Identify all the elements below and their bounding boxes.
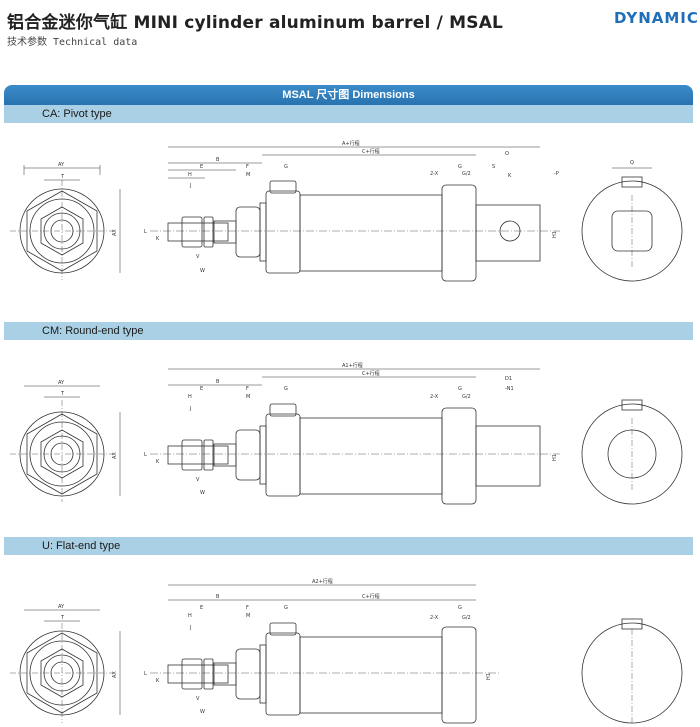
dim-k: K <box>156 678 160 684</box>
dim-e: E <box>200 605 203 611</box>
dim-w: W <box>200 268 205 274</box>
front-view-flat-end: AY T AX <box>10 604 121 723</box>
dim-b: B <box>216 157 220 163</box>
page-title: 铝合金迷你气缸 MINI cylinder aluminum barrel / … <box>7 13 504 33</box>
dim-l: L <box>144 452 147 458</box>
dim-l: L <box>144 671 147 677</box>
dim-overall: A+行程 <box>342 140 360 147</box>
dim-p: -P <box>554 171 559 177</box>
dim-w: W <box>200 490 205 496</box>
drawing-flat-end: AY T AX A2+行程 C+行程 B E F G G H M J 2-X G… <box>10 578 683 724</box>
dim-ay: AY <box>58 604 65 610</box>
dim-overall: A2+行程 <box>312 578 333 585</box>
dim-ax: AX <box>112 671 118 678</box>
dim-m: M <box>246 172 250 178</box>
dim-h: H <box>188 613 192 619</box>
dim-h1: H1 <box>552 231 558 238</box>
dim-g-half: G/2 <box>462 171 471 177</box>
dim-body: C+行程 <box>362 370 380 377</box>
end-view-pivot: Q <box>581 160 683 282</box>
dim-ax: AX <box>112 452 118 459</box>
dim-t: T <box>60 391 65 397</box>
dim-2x: 2-X <box>430 394 439 400</box>
dim-b: B <box>216 379 220 385</box>
dim-e: E <box>200 386 203 392</box>
side-view-round-end: A1+行程 C+行程 B E F G G D1 -N1 H M J 2-X G/… <box>144 362 560 505</box>
section-bar-flat-end: U: Flat-end type <box>4 537 693 555</box>
dim-ay: AY <box>58 162 65 168</box>
dim-end-g: G <box>458 605 462 611</box>
dim-g-half: G/2 <box>462 615 471 621</box>
dim-overall: A1+行程 <box>342 362 363 369</box>
dim-w: W <box>200 709 205 715</box>
dim-end-g: G <box>458 386 462 392</box>
dim-f: F <box>246 605 249 611</box>
dim-k: K <box>156 459 160 465</box>
dim-h: H <box>188 172 192 178</box>
dim-g: G <box>284 164 288 170</box>
dim-j: J <box>189 625 191 631</box>
drawing-round-end: AY T AX A1+行程 C+行程 B E F G G D1 -N1 H M … <box>10 362 683 505</box>
end-view-round-end <box>581 399 683 505</box>
dim-f: F <box>246 164 249 170</box>
dim-g-half: G/2 <box>462 394 471 400</box>
dim-n1: -N1 <box>505 386 514 392</box>
dim-g: G <box>284 386 288 392</box>
dim-q: Q <box>630 160 634 166</box>
front-view-round-end: AY T AX <box>10 380 121 502</box>
dim-ay: AY <box>58 380 65 386</box>
end-view-flat-end <box>581 618 683 724</box>
dim-h1: H1 <box>552 454 558 461</box>
dim-v: V <box>196 477 200 483</box>
side-view-flat-end: A2+行程 C+行程 B E F G G H M J 2-X G/2 L K V… <box>144 578 500 724</box>
dim-d1: D1 <box>505 376 512 382</box>
dim-h1: H1 <box>486 673 492 680</box>
page-subtitle: 技术参数 Technical data <box>7 37 138 48</box>
dim-b: B <box>216 594 220 600</box>
dim-t: T <box>60 174 65 180</box>
dim-o: O <box>505 151 509 157</box>
section-bar-round-end: CM: Round-end type <box>4 322 693 340</box>
dim-k: K <box>508 173 512 179</box>
dim-f: F <box>246 386 249 392</box>
side-view-pivot: A+行程 C+行程 B E F G G S O H M J 2-X G/2 K … <box>144 140 560 282</box>
dim-ax: AX <box>112 229 118 236</box>
dim-l: L <box>144 229 147 235</box>
dim-m: M <box>246 613 250 619</box>
dim-j: J <box>189 183 191 189</box>
dim-j: J <box>189 406 191 412</box>
dim-v: V <box>196 696 200 702</box>
section-bar-pivot: CA: Pivot type <box>4 105 693 123</box>
dim-e: E <box>200 164 203 170</box>
dim-t: T <box>60 615 65 621</box>
dim-body: C+行程 <box>362 593 380 600</box>
drawing-pivot: AY T AX A+行程 C+行程 B E F G G S O H M J 2-… <box>10 140 683 282</box>
dimensions-header-bar: MSAL 尺寸图 Dimensions <box>4 85 693 105</box>
dim-k2: K <box>156 236 160 242</box>
dim-h: H <box>188 394 192 400</box>
dim-end-g: G <box>458 164 462 170</box>
dim-2x: 2-X <box>430 171 439 177</box>
dim-v: V <box>196 254 200 260</box>
dim-s: S <box>492 164 495 170</box>
dim-m: M <box>246 394 250 400</box>
brand-logo: DYNAMIC <box>614 9 699 27</box>
dim-body: C+行程 <box>362 148 380 155</box>
dim-2x: 2-X <box>430 615 439 621</box>
dim-g: G <box>284 605 288 611</box>
front-view-pivot: AY T AX <box>10 162 121 280</box>
